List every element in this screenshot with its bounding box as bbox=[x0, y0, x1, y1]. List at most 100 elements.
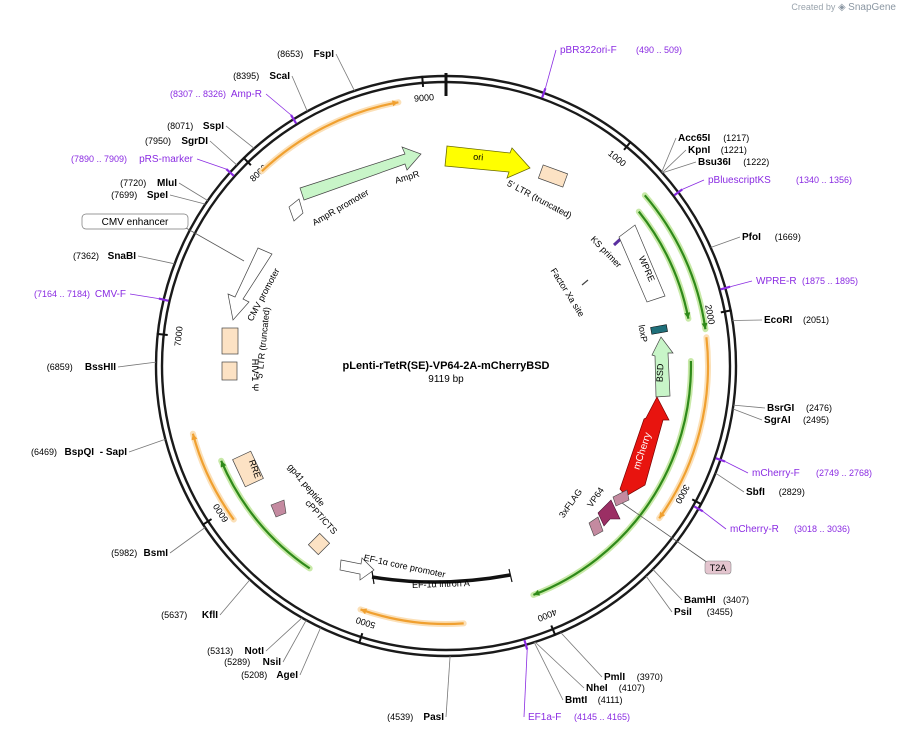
restriction-site[interactable]: NotI(5313) bbox=[207, 646, 264, 657]
bp-tick bbox=[358, 632, 364, 644]
loxp-feature[interactable] bbox=[650, 324, 668, 335]
restriction-site[interactable]: BsmI(5982) bbox=[111, 548, 168, 559]
restriction-site[interactable]: PsiI(3455) bbox=[674, 607, 733, 618]
primer-site[interactable]: CMV-F(7164 .. 7184) bbox=[34, 289, 126, 300]
restriction-site[interactable]: FspI(8653) bbox=[277, 49, 334, 60]
site-position: (6859) bbox=[47, 362, 73, 372]
t2a-feature[interactable] bbox=[612, 489, 630, 507]
restriction-site[interactable]: MluI(7720) bbox=[120, 178, 177, 189]
bp-tick bbox=[242, 156, 252, 166]
restriction-site[interactable]: Bsu36I(1222) bbox=[698, 157, 769, 168]
restriction-site[interactable]: PmlI(3970) bbox=[604, 672, 663, 683]
primer-site[interactable]: pBluescriptKS(1340 .. 1356) bbox=[708, 175, 852, 186]
ltr5-feature[interactable] bbox=[537, 164, 569, 188]
flag-feature[interactable] bbox=[588, 516, 604, 537]
bsd-mcherry-arc[interactable] bbox=[533, 360, 693, 596]
primer-range: (3018 .. 3036) bbox=[794, 524, 850, 534]
restriction-site[interactable]: SgrAI(2495) bbox=[764, 415, 829, 426]
restriction-site[interactable]: KflI(5637) bbox=[161, 610, 218, 621]
mcherry-arc[interactable] bbox=[658, 337, 710, 519]
site-name: KpnI bbox=[688, 145, 710, 156]
primer-site[interactable]: WPRE-R(1875 .. 1895) bbox=[756, 276, 858, 287]
restriction-site[interactable]: NheI(4107) bbox=[586, 683, 645, 694]
restriction-site[interactable]: SnaBI(7362) bbox=[73, 251, 136, 262]
site-name: KflI bbox=[202, 610, 218, 621]
cppt-feature[interactable] bbox=[307, 532, 331, 556]
wpre-arc-inner[interactable] bbox=[637, 210, 690, 319]
primer-site[interactable]: pBR322ori-F(490 .. 509) bbox=[560, 45, 682, 56]
restriction-site[interactable]: SbfI(2829) bbox=[746, 487, 805, 498]
rre-green-arc[interactable] bbox=[220, 460, 311, 570]
site-position: (5982) bbox=[111, 548, 137, 558]
primer-site[interactable]: pRS-marker(7890 .. 7909) bbox=[71, 154, 194, 165]
restriction-site[interactable]: BsrGI(2476) bbox=[767, 403, 832, 414]
bsd-feature[interactable] bbox=[651, 336, 674, 398]
restriction-site[interactable]: PasI(4539) bbox=[387, 712, 444, 723]
site-name: SspI bbox=[203, 121, 224, 132]
site-leader-line bbox=[445, 655, 451, 718]
bp-tick bbox=[421, 75, 425, 88]
restriction-site[interactable]: EcoRI(2051) bbox=[764, 315, 829, 326]
amp-arc[interactable] bbox=[261, 101, 399, 173]
wpre-arc-outer[interactable] bbox=[643, 194, 707, 330]
restriction-site[interactable]: NsiI(5289) bbox=[224, 657, 281, 668]
restriction-site[interactable]: Acc65I(1217) bbox=[678, 133, 749, 144]
primer-site[interactable]: EF1a-F(4145 .. 4165) bbox=[528, 712, 630, 723]
site-name: NotI bbox=[245, 646, 265, 657]
site-leader-line bbox=[533, 642, 564, 701]
gp41-feature[interactable] bbox=[270, 499, 287, 518]
ltr5b-feature[interactable] bbox=[221, 327, 239, 355]
site-leader-line bbox=[225, 125, 255, 149]
ampr-feature[interactable] bbox=[299, 146, 422, 201]
wpre-feature[interactable] bbox=[618, 224, 666, 303]
cmv-promoter-feature[interactable] bbox=[227, 247, 273, 321]
hiv-psi-feature[interactable] bbox=[221, 361, 238, 381]
restriction-site[interactable]: BssHII(6859) bbox=[47, 362, 116, 373]
primer-mark bbox=[541, 87, 547, 99]
ef1a-arc-arrowhead bbox=[360, 608, 368, 615]
mcherry-feature[interactable] bbox=[619, 396, 670, 497]
restriction-site[interactable]: SgrDI(7950) bbox=[145, 136, 208, 147]
site-leader-line bbox=[137, 255, 175, 265]
site-position: (8395) bbox=[233, 71, 259, 81]
site-position: (1217) bbox=[723, 133, 749, 143]
ampr-promoter-feature[interactable] bbox=[288, 198, 304, 222]
restriction-site[interactable]: PfoI(1669) bbox=[742, 232, 801, 243]
site-leader-line bbox=[299, 627, 322, 676]
ef1a-arc[interactable] bbox=[360, 608, 464, 626]
snapgene-logo-icon: ◈ bbox=[837, 2, 846, 13]
restriction-site[interactable]: KpnI(1221) bbox=[688, 145, 747, 156]
rre-feature[interactable] bbox=[232, 450, 264, 488]
primer-mark bbox=[523, 639, 529, 650]
restriction-site[interactable]: SspI(8071) bbox=[167, 121, 224, 132]
ef1a-intron-feature[interactable] bbox=[371, 573, 511, 584]
restriction-site[interactable]: - SapI bbox=[100, 447, 127, 458]
site-leader-line bbox=[169, 527, 206, 554]
ori-feature[interactable] bbox=[444, 145, 531, 179]
loxp-label: loxP bbox=[637, 324, 650, 343]
primer-site[interactable]: Amp-R(8307 .. 8326) bbox=[170, 89, 262, 100]
primer-leader-line bbox=[265, 93, 292, 116]
restriction-site[interactable]: BspQI(6469) bbox=[31, 447, 94, 458]
site-position: (4539) bbox=[387, 712, 413, 722]
site-name: Bsu36I bbox=[698, 157, 731, 168]
restriction-site[interactable]: AgeI(5208) bbox=[241, 670, 298, 681]
t2a-callout-line bbox=[621, 502, 709, 564]
site-position: (4111) bbox=[598, 695, 623, 705]
vp64-feature[interactable] bbox=[597, 499, 621, 527]
rre-orange-arc[interactable] bbox=[191, 433, 235, 521]
primer-site[interactable]: mCherry-F(2749 .. 2768) bbox=[752, 468, 872, 479]
restriction-site[interactable]: ScaI(8395) bbox=[233, 71, 290, 82]
site-leader-line bbox=[710, 236, 741, 248]
restriction-site[interactable]: BamHI(3407) bbox=[684, 595, 749, 606]
site-name: PfoI bbox=[742, 232, 761, 243]
restriction-site[interactable]: SpeI(7699) bbox=[111, 190, 168, 201]
site-leader-line bbox=[715, 472, 745, 493]
restriction-site[interactable]: BmtI(4111) bbox=[565, 695, 622, 706]
wpre-arc-inner-arrowhead bbox=[684, 312, 691, 319]
backbone bbox=[154, 73, 738, 658]
primer-mark bbox=[158, 297, 169, 302]
primer-site[interactable]: mCherry-R(3018 .. 3036) bbox=[730, 524, 850, 535]
ef1a-core-promoter-feature[interactable] bbox=[339, 557, 375, 581]
